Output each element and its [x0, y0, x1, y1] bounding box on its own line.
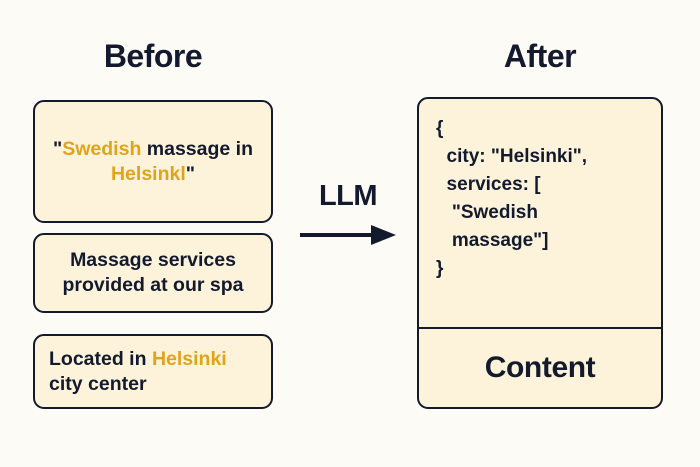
output-card: { city: "Helsinki", services: [ "Swedish… — [417, 97, 663, 409]
plain-text-run: Massage services provided at our spa — [62, 249, 244, 296]
highlighted-entity: Helsinkl — [110, 162, 186, 185]
json-line: { — [436, 118, 444, 139]
json-line: massage"] — [436, 229, 549, 251]
llm-label: LLM — [318, 180, 378, 212]
plain-text-run: Located in — [49, 347, 152, 370]
json-line: services: [ — [436, 173, 541, 195]
json-line: city: "Helsinki", — [436, 145, 588, 167]
content-label: Content — [484, 351, 596, 384]
source-box-services-text: Massage services provided at our spa — [49, 248, 257, 298]
source-box-located: Located in Helsinki city center — [33, 334, 273, 409]
plain-text-run: " — [53, 137, 63, 160]
source-box-services: Massage services provided at our spa — [33, 233, 273, 313]
json-output-region: { city: "Helsinki", services: [ "Swedish… — [419, 99, 661, 327]
before-column-heading: Before — [103, 38, 203, 74]
plain-text-run: " — [185, 162, 196, 185]
source-box-quote: "Swedish massage in Helsinkl" — [33, 100, 273, 223]
plain-text-run: city center — [49, 372, 147, 395]
right-arrow-icon — [300, 225, 396, 245]
plain-text-run: massage in — [141, 137, 253, 160]
json-line: } — [436, 257, 444, 279]
source-box-quote-text: "Swedish massage in Helsinkl" — [49, 137, 257, 187]
content-footer: Content — [419, 329, 661, 407]
highlighted-entity: Swedish — [62, 137, 142, 160]
after-column-heading: After — [503, 38, 577, 74]
card-divider — [419, 327, 661, 329]
highlighted-entity: Helsinki — [151, 347, 227, 370]
json-line: "Swedish — [436, 201, 538, 223]
source-box-located-text: Located in Helsinki city center — [49, 347, 257, 397]
